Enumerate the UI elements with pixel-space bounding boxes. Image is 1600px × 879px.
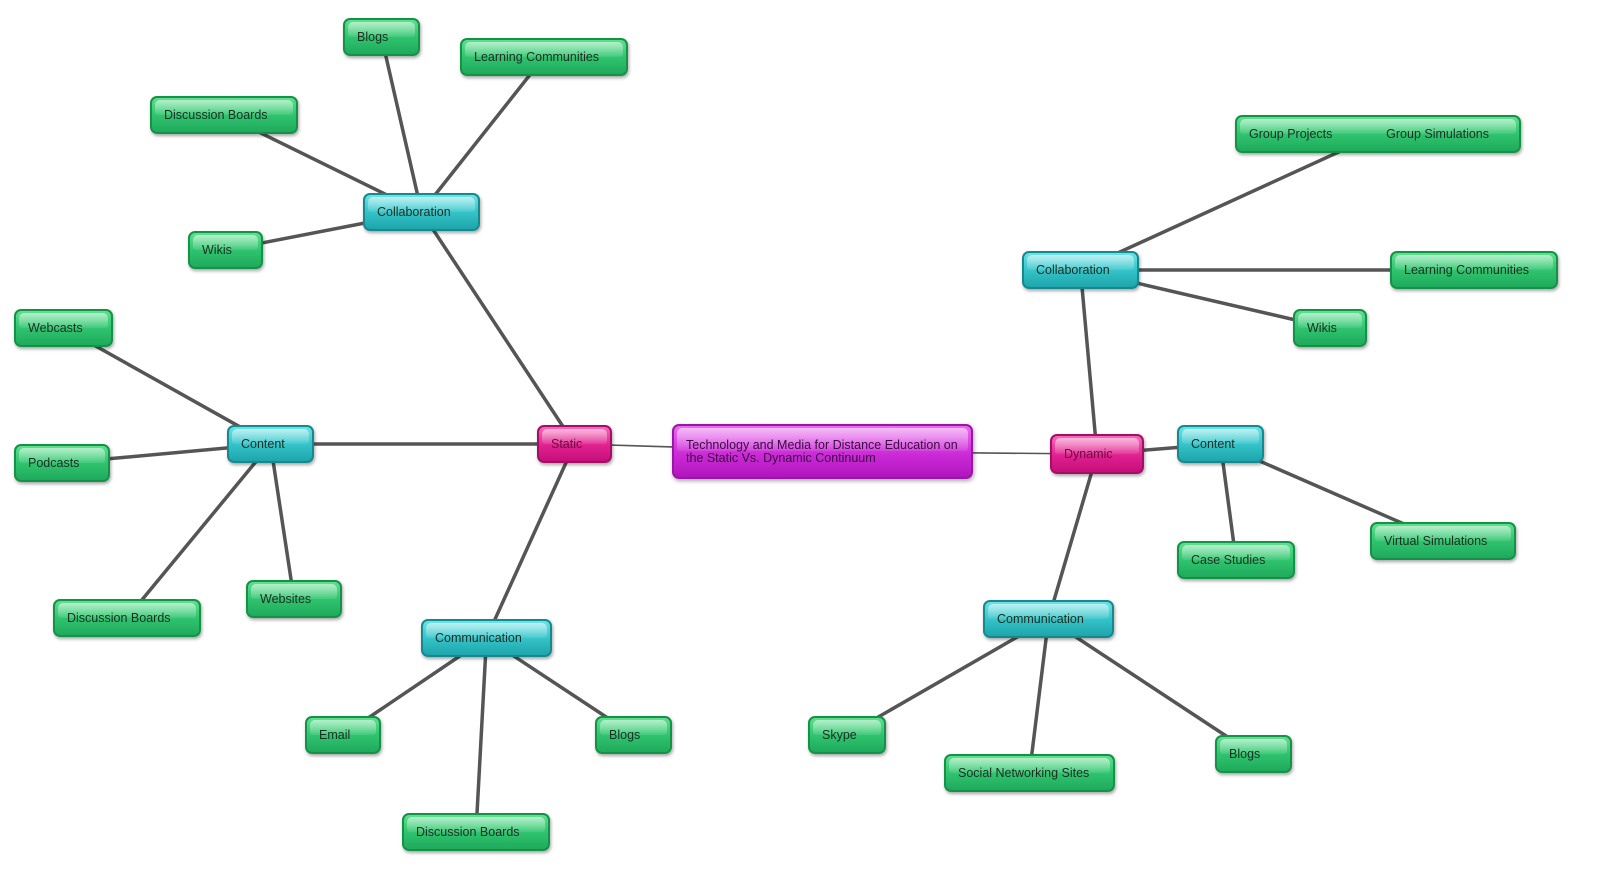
leaf-label: Skype bbox=[822, 728, 857, 742]
leaf-label: Social Networking Sites bbox=[958, 766, 1090, 780]
static-communication-node[interactable]: Communication bbox=[421, 619, 552, 657]
leaf-label: Case Studies bbox=[1191, 553, 1266, 567]
leaf-label: Webcasts bbox=[28, 321, 83, 335]
leaf-label: Group Projects bbox=[1249, 127, 1333, 141]
dynamic-content-leaf[interactable]: Case Studies bbox=[1177, 541, 1295, 579]
dynamic-communication-leaf[interactable]: Skype bbox=[808, 716, 886, 754]
static-collaboration-node[interactable]: Collaboration bbox=[363, 193, 480, 231]
static-content-leaf[interactable]: Discussion Boards bbox=[53, 599, 201, 637]
connector-line bbox=[1218, 442, 1238, 562]
dynamic-collaboration-leaf[interactable]: Group Projects Group Simulations bbox=[1235, 115, 1521, 153]
static-communication-leaf[interactable]: Blogs bbox=[595, 716, 672, 754]
static-collaboration-leaf[interactable]: Wikis bbox=[188, 231, 263, 269]
static-collaboration-leaf[interactable]: Discussion Boards bbox=[150, 96, 298, 134]
connector-line bbox=[419, 210, 577, 446]
dynamic-branch-node[interactable]: Dynamic bbox=[1050, 434, 1144, 474]
leaf-label: Virtual Simulations bbox=[1384, 534, 1488, 548]
dynamic-communication-label: Communication bbox=[997, 612, 1084, 626]
connector-line bbox=[1027, 617, 1051, 775]
connector-line bbox=[1078, 268, 1099, 456]
connector-line bbox=[845, 617, 1051, 737]
leaf-label: Blogs bbox=[357, 30, 389, 44]
dynamic-content-leaf[interactable]: Virtual Simulations bbox=[1370, 522, 1516, 560]
leaf-label: Email bbox=[319, 728, 351, 742]
leaf-label: Learning Communities bbox=[474, 50, 600, 64]
dynamic-communication-leaf[interactable]: Blogs bbox=[1215, 735, 1292, 773]
dynamic-collaboration-label: Collaboration bbox=[1036, 263, 1110, 277]
static-communication-leaf[interactable]: Discussion Boards bbox=[402, 813, 550, 851]
static-collaboration-leaf[interactable]: Learning Communities bbox=[460, 38, 628, 76]
leaf-label: Learning Communities bbox=[1404, 263, 1530, 277]
leaf-label: Discussion Boards bbox=[164, 108, 268, 122]
connector-line bbox=[379, 35, 424, 214]
leaf-label: Blogs bbox=[609, 728, 641, 742]
leaf-label: Group Simulations bbox=[1386, 127, 1489, 141]
connector-line bbox=[484, 442, 577, 640]
dynamic-collaboration-leaf[interactable]: Wikis bbox=[1293, 309, 1367, 347]
static-branch-label: Static bbox=[551, 437, 583, 451]
central-topic-label: Technology and Media for Distance Educat… bbox=[686, 437, 958, 465]
static-communication-leaf[interactable]: Email bbox=[305, 716, 381, 754]
connector-line bbox=[1078, 132, 1380, 272]
static-content-leaf[interactable]: Websites bbox=[246, 580, 342, 618]
static-content-leaf[interactable]: Webcasts bbox=[14, 309, 113, 347]
connector-line bbox=[474, 636, 489, 834]
leaf-label: Blogs bbox=[1229, 747, 1261, 761]
static-communication-label: Communication bbox=[435, 631, 522, 645]
central-topic-node[interactable]: Technology and Media for Distance Educat… bbox=[672, 424, 973, 479]
connector-line bbox=[1046, 452, 1099, 621]
leaf-label: Wikis bbox=[202, 243, 232, 257]
connector-line bbox=[1046, 617, 1256, 756]
static-content-label: Content bbox=[241, 437, 285, 451]
dynamic-collaboration-node[interactable]: Collaboration bbox=[1022, 251, 1139, 289]
connector-line bbox=[419, 55, 546, 214]
dynamic-branch-label: Dynamic bbox=[1064, 447, 1113, 461]
dynamic-content-label: Content bbox=[1191, 437, 1235, 451]
dynamic-content-node[interactable]: Content bbox=[1177, 425, 1264, 463]
leaf-label: Wikis bbox=[1307, 321, 1337, 335]
dynamic-collaboration-leaf[interactable]: Learning Communities bbox=[1390, 251, 1558, 289]
dynamic-communication-leaf[interactable]: Social Networking Sites bbox=[944, 754, 1115, 792]
static-collaboration-label: Collaboration bbox=[377, 205, 451, 219]
leaf-label: Podcasts bbox=[28, 456, 80, 470]
dynamic-communication-node[interactable]: Communication bbox=[983, 600, 1114, 638]
leaf-label: Websites bbox=[260, 592, 312, 606]
static-content-node[interactable]: Content bbox=[227, 425, 314, 463]
leaf-label: Discussion Boards bbox=[67, 611, 171, 625]
static-branch-node[interactable]: Static bbox=[537, 425, 612, 463]
connector-line bbox=[125, 442, 273, 620]
connector-line bbox=[268, 442, 296, 601]
leaf-label: Discussion Boards bbox=[416, 825, 520, 839]
static-content-leaf[interactable]: Podcasts bbox=[14, 444, 110, 482]
static-collaboration-leaf[interactable]: Blogs bbox=[343, 18, 420, 56]
connector-line bbox=[61, 326, 273, 446]
